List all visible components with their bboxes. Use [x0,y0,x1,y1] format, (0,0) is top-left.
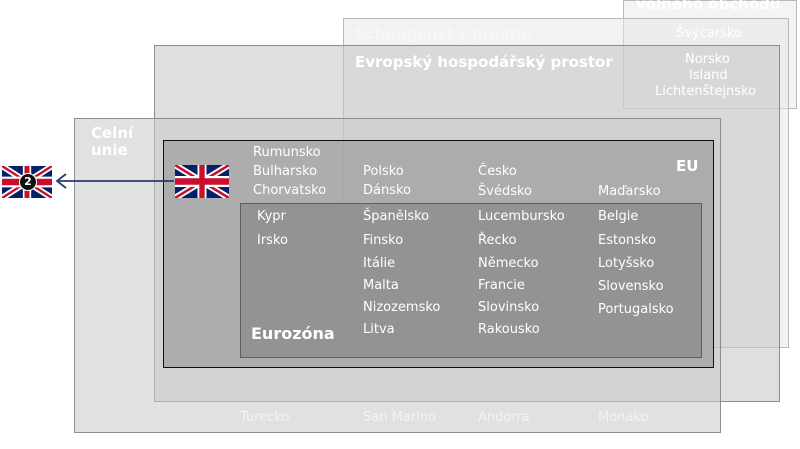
efta-member-liechtenstein: Lichtenštejnsko [655,84,757,99]
efta-member-norway: Norsko [685,52,730,67]
customs-union-title-line1: Celní [91,124,134,142]
brexit-arrow [55,173,174,189]
country-turkey: Turecko [240,410,290,425]
country-czechia: Česko [478,164,517,179]
eurozone-title: Eurozóna [251,324,335,343]
country-netherlands: Nizozemsko [363,300,441,315]
eu-title: EU [676,157,699,175]
country-france: Francie [478,278,525,293]
country-romania: Rumunsko [253,145,321,160]
efta-member-switzerland: Švýcarsko [676,26,742,41]
country-slovenia: Slovinsko [478,300,540,315]
eea-title: Evropský hospodářský prostor [355,53,613,71]
country-san-marino: San Marino [363,410,436,425]
country-malta: Malta [363,278,399,293]
uk-footnote-badge: 2 [19,173,37,191]
schengen-title: Schengenský prostor [355,25,534,43]
efta-title: volného obchodu [636,0,781,13]
country-croatia: Chorvatsko [253,183,327,198]
eurozone-region [240,203,702,358]
country-latvia: Lotyšsko [598,256,655,271]
country-luxembourg: Lucembursko [478,209,565,224]
country-greece: Řecko [478,233,517,248]
country-ireland: Irsko [257,233,288,248]
country-belgium: Belgie [598,209,639,224]
country-andorra: Andorra [478,410,530,425]
country-monaco: Monako [598,410,649,425]
country-bulgaria: Bulharsko [253,164,318,179]
country-poland: Polsko [363,164,404,179]
country-austria: Rakousko [478,322,540,337]
country-estonia: Estonsko [598,233,657,248]
uk-footnote-number: 2 [24,175,32,188]
country-hungary: Maďarsko [598,184,661,199]
country-lithuania: Litva [363,322,395,337]
efta-member-iceland: Island [689,68,728,83]
country-sweden: Švédsko [478,184,532,199]
country-finland: Finsko [363,233,404,248]
country-italy: Itálie [363,256,396,271]
country-cyprus: Kypr [257,209,286,224]
country-spain: Španělsko [363,209,430,224]
country-germany: Německo [478,256,539,271]
uk-flag-icon [175,165,229,198]
country-slovakia: Slovensko [598,279,664,294]
country-portugal: Portugalsko [598,302,674,317]
customs-union-title-line2: unie [91,141,128,159]
country-denmark: Dánsko [363,183,412,198]
